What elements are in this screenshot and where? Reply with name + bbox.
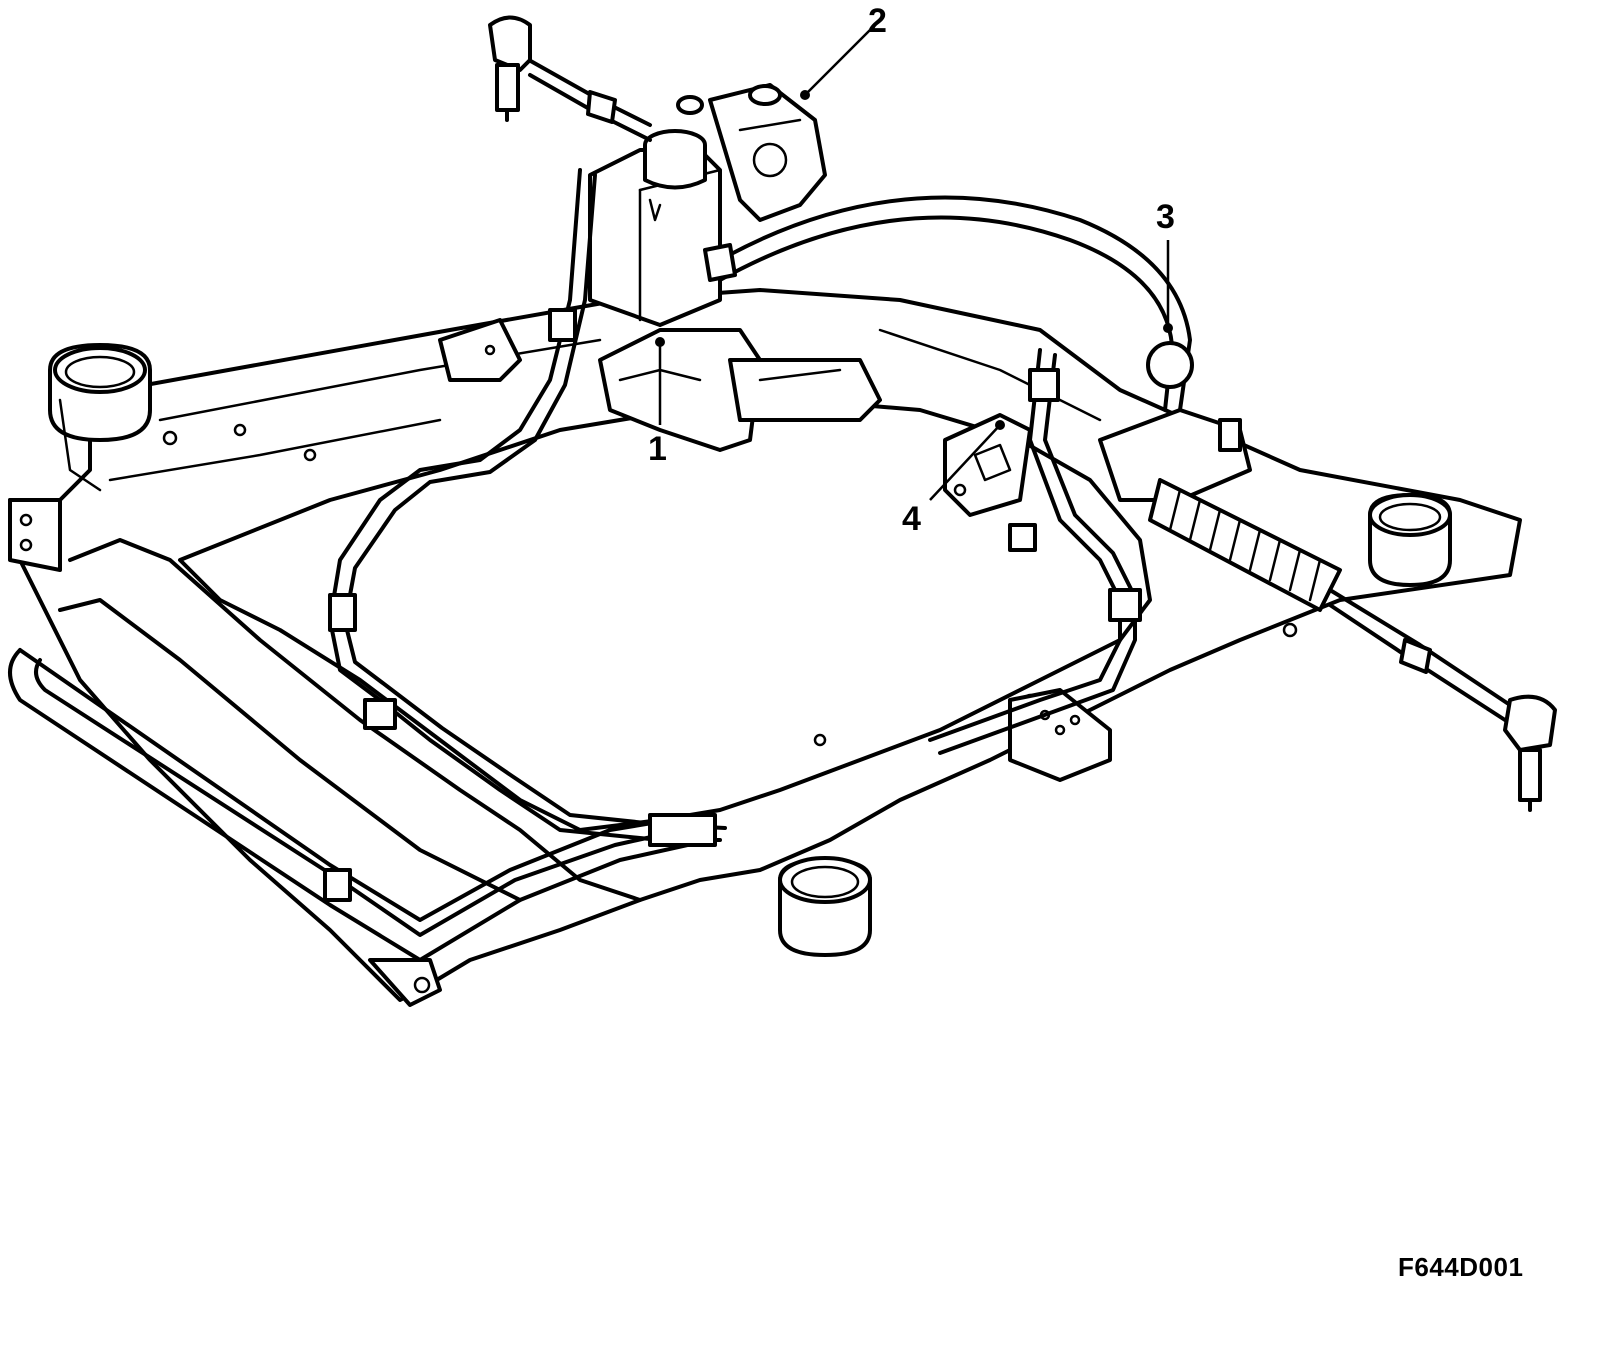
callout-1-label: 1: [648, 430, 667, 468]
left-tie-rod: [488, 15, 652, 142]
callout-3: 3: [1156, 198, 1175, 333]
callout-4: 4: [902, 420, 1005, 538]
figure-code: F644D001: [1398, 1252, 1524, 1282]
cooling-loop: [8, 648, 717, 962]
steering-rack: [1008, 408, 1557, 812]
rack-mount-bracket: [943, 413, 1032, 517]
pressure-line: [328, 168, 727, 842]
rack-feed-lines: [928, 348, 1142, 755]
callout-2-label: 2: [868, 2, 887, 40]
callout-3-label: 3: [1156, 198, 1175, 236]
callout-1: 1: [648, 337, 667, 468]
steering-pump: [676, 83, 827, 222]
callout-4-label: 4: [902, 500, 921, 538]
callout-2: 2: [800, 2, 887, 100]
fluid-reservoir: [588, 129, 722, 327]
return-hose: [703, 195, 1194, 412]
subframe: [8, 288, 1522, 1007]
